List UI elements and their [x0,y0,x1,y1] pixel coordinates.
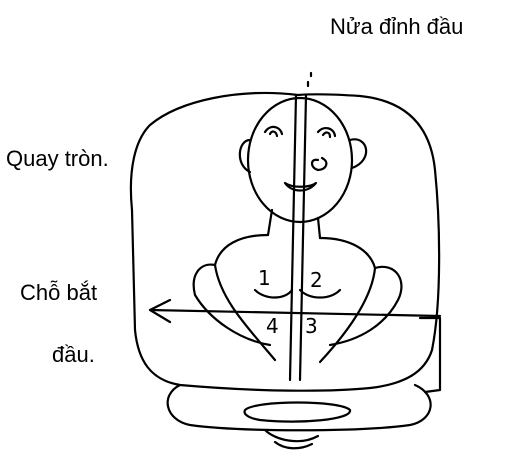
central-channel [290,95,306,380]
torso-right [320,238,401,345]
region-4: 4 [266,314,279,338]
region-1: 1 [258,266,271,290]
nose [312,158,326,170]
torso-left [194,235,270,345]
chest-divider-left [255,290,292,298]
feet [265,430,318,448]
rotation-loop [131,93,439,391]
mouth [285,183,316,191]
head [248,98,352,222]
region-3: 3 [305,314,318,338]
left-eye [265,127,282,136]
right-eye [318,128,335,137]
dotted-top-indicator [308,73,311,86]
region-2: 2 [310,268,323,292]
hands [245,403,350,422]
